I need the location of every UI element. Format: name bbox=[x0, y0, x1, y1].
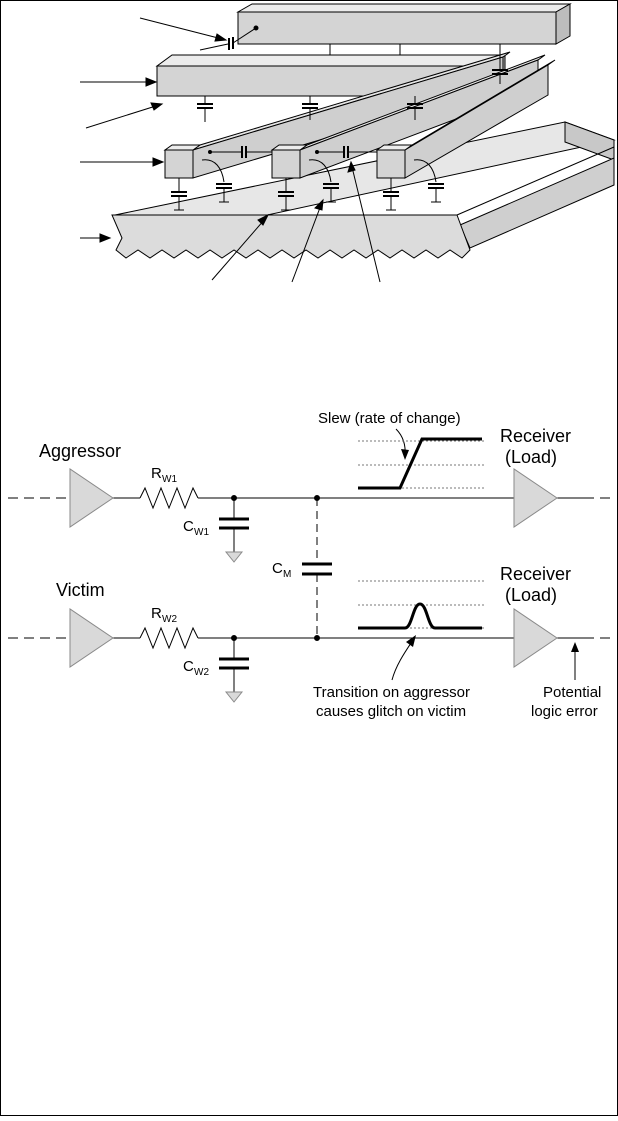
svg-text:R: R bbox=[151, 465, 162, 482]
glitch-note-line2: causes glitch on victim bbox=[316, 703, 466, 720]
rw2-label: R W2 bbox=[151, 605, 177, 625]
slew-label: Slew (rate of change) bbox=[318, 410, 461, 427]
substrate bbox=[111, 121, 616, 259]
logic-note-line2: logic error bbox=[531, 703, 598, 720]
svg-text:R: R bbox=[151, 605, 162, 622]
cm-capacitor bbox=[302, 495, 332, 641]
rw1-label: R W1 bbox=[151, 465, 177, 485]
aggressor-label: Aggressor bbox=[39, 441, 121, 461]
cw1-capacitor bbox=[219, 495, 249, 563]
ground-capacitors bbox=[171, 178, 399, 211]
svg-text:C: C bbox=[183, 658, 194, 675]
glitch-note-line1: Transition on aggressor bbox=[313, 684, 470, 701]
logic-error-arrowhead bbox=[571, 642, 579, 652]
upper-wire-capacitor bbox=[199, 27, 257, 51]
svg-text:M: M bbox=[283, 569, 291, 580]
svg-text:C: C bbox=[272, 560, 283, 577]
cw2-capacitor bbox=[219, 635, 249, 703]
receiver-top-label-line2: (Load) bbox=[505, 447, 557, 467]
glitch-note-arrow bbox=[391, 639, 414, 681]
svg-text:W2: W2 bbox=[162, 614, 177, 625]
victim-driver-buffer bbox=[69, 608, 114, 668]
receiver-top-label-line1: Receiver bbox=[500, 426, 571, 446]
victim-receiver-buffer bbox=[513, 608, 558, 668]
coupling-capacitor-1 bbox=[208, 146, 272, 158]
coupling-capacitor-2 bbox=[315, 146, 377, 158]
lower-wire-3 bbox=[375, 59, 556, 179]
callout-arrows bbox=[80, 17, 381, 283]
cw2-label: C W2 bbox=[183, 658, 209, 678]
aggressor-driver-buffer bbox=[69, 468, 114, 528]
svg-text:W2: W2 bbox=[194, 667, 209, 678]
logic-note-line1: Potential bbox=[543, 684, 601, 701]
interconnect-3d-figure bbox=[80, 3, 616, 283]
receiver-bottom-label-line2: (Load) bbox=[505, 585, 557, 605]
upper-layer-wire bbox=[236, 3, 572, 45]
cm-label: C M bbox=[272, 560, 291, 580]
glitch-note-arrowhead bbox=[406, 635, 416, 647]
victim-waveform bbox=[358, 580, 484, 630]
fringe-capacitors bbox=[201, 159, 444, 203]
interlayer-capacitors bbox=[197, 44, 508, 122]
cw1-label: C W1 bbox=[183, 518, 209, 538]
aggressor-wire bbox=[8, 486, 614, 510]
svg-text:W1: W1 bbox=[162, 474, 177, 485]
aggressor-waveform bbox=[358, 437, 484, 490]
aggressor-receiver-buffer bbox=[513, 468, 558, 528]
svg-text:W1: W1 bbox=[194, 527, 209, 538]
victim-wire bbox=[8, 626, 614, 650]
receiver-bottom-label-line1: Receiver bbox=[500, 564, 571, 584]
svg-text:C: C bbox=[183, 518, 194, 535]
slew-arrowhead bbox=[401, 449, 409, 460]
crosstalk-circuit: Slew (rate of change) Aggressor Victim R… bbox=[8, 410, 614, 720]
lower-wire-1 bbox=[163, 51, 511, 179]
victim-label: Victim bbox=[56, 580, 105, 600]
